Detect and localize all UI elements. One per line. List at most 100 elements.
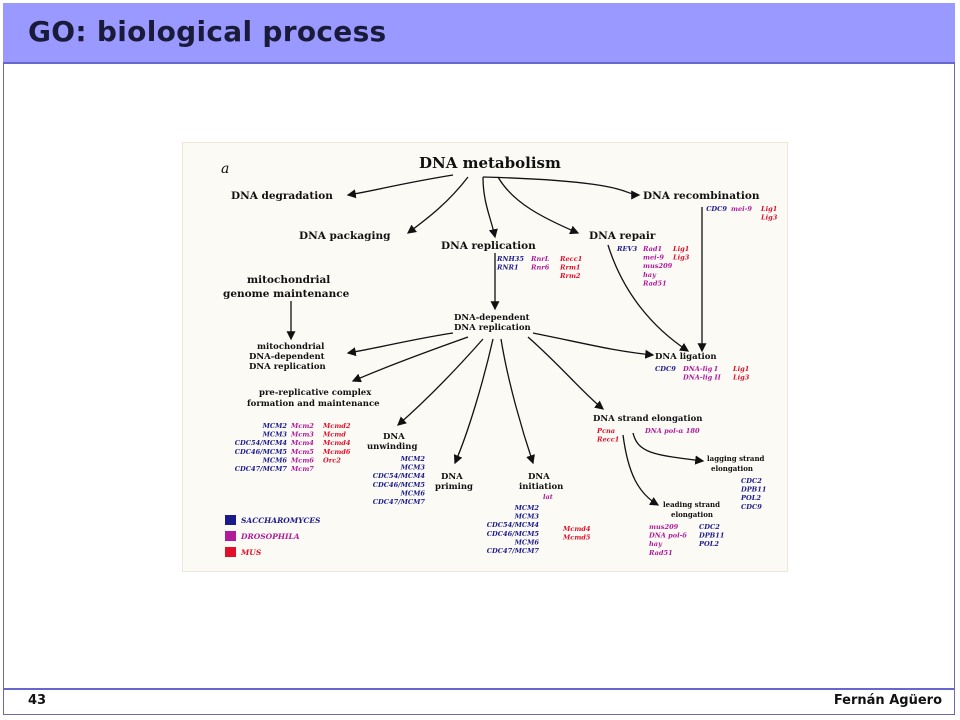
edge-repair-ligation <box>607 244 690 352</box>
slide-number: 43 <box>28 693 47 708</box>
gene-prerep-mus: Mcmd4 <box>322 439 351 447</box>
edge-dependent-prerep <box>351 336 469 383</box>
node-leading-1: leading strand <box>663 500 720 509</box>
edge-metabolism-degradation <box>346 174 454 199</box>
gene-elongation-dro: DNA pol-α 180 <box>644 427 700 435</box>
node-leading-2: elongation <box>671 510 713 519</box>
gene-ligation-sac: CDC9 <box>655 365 676 373</box>
gene-unwinding-sac: CDC46/MCM5 <box>373 481 426 489</box>
gene-leading-dro: mus209 <box>649 523 679 531</box>
gene-repair-mus: Lig3 <box>672 254 690 262</box>
gene-initiation-sac: CDC47/MCM7 <box>487 547 540 555</box>
node-priming-1: DNA <box>441 472 463 482</box>
legend-drosophila: DROSOPHILA <box>240 532 300 541</box>
node-mito-rep-3: DNA replication <box>249 362 326 372</box>
gene-prerep-dro: Mcm6 <box>290 456 314 464</box>
node-dna-ligation: DNA ligation <box>655 352 717 362</box>
gene-initiation-sac: CDC46/MCM5 <box>487 530 540 538</box>
node-initiation-2: initiation <box>519 482 563 492</box>
gene-initiation-mus: Mcmd4 <box>562 525 591 533</box>
gene-prerep-sac: MCM2 <box>262 422 288 430</box>
diagram-edges <box>286 174 707 506</box>
gene-repair-dro: Rad51 <box>642 279 667 287</box>
edge-metabolism-repair <box>497 176 580 235</box>
gene-lagging-sac: CDC9 <box>741 503 762 511</box>
gene-replication-mus: Rrm1 <box>559 264 581 272</box>
gene-leading-dro: hay <box>649 540 663 548</box>
node-mito-genome-maint-1: mitochondrial <box>247 274 330 286</box>
gene-repair-dro: mus209 <box>643 262 673 270</box>
gene-lagging-sac: POL2 <box>740 494 761 502</box>
gene-recombination-mus: Lig3 <box>760 214 778 222</box>
gene-leading-sac: POL2 <box>698 540 719 548</box>
gene-prerep-sac: CDC47/MCM7 <box>235 465 288 473</box>
slide-title: GO: biological process <box>28 15 387 48</box>
node-initiation-1: DNA <box>528 472 550 482</box>
edge-dependent-initiation <box>500 338 535 465</box>
node-unwinding-1: DNA <box>383 432 405 442</box>
node-prerep-1: pre-replicative complex <box>259 388 372 398</box>
slide-author: Fernán Agüero <box>833 693 942 708</box>
gene-prerep-sac: MCM6 <box>262 456 288 464</box>
node-dna-recombination: DNA recombination <box>643 190 760 202</box>
node-dna-dependent-2: DNA replication <box>454 323 531 333</box>
gene-lagging-sac: DPB11 <box>740 486 766 494</box>
edge-dependent-mitorep <box>346 332 454 357</box>
node-prerep-2: formation and maintenance <box>247 399 380 409</box>
gene-unwinding-sac: MCM3 <box>400 464 426 472</box>
node-unwinding-2: unwinding <box>367 442 417 452</box>
node-strand-elongation: DNA strand elongation <box>593 414 702 424</box>
gene-leading-sac: CDC2 <box>699 523 720 531</box>
gene-ligation-dro: DNA-lig I <box>682 365 719 373</box>
go-diagram: a DNA metabolism DNA degradation DNA rec… <box>221 154 778 557</box>
species-legend: SACCHAROMYCES DROSOPHILA MUS <box>225 515 321 557</box>
gene-initiation-dro: lat <box>543 493 553 501</box>
gene-leading-sac: DPB11 <box>698 532 724 540</box>
gene-replication-dro: Rnr6 <box>530 264 550 272</box>
gene-ligation-dro: DNA-lig II <box>682 374 722 382</box>
gene-prerep-sac: CDC46/MCM5 <box>235 448 288 456</box>
gene-replication-mus: Rrm2 <box>559 272 581 280</box>
legend-saccharomyces: SACCHAROMYCES <box>241 516 321 525</box>
gene-recombination-dro: mei-9 <box>731 205 752 213</box>
legend-swatch-drosophila <box>225 531 236 541</box>
edge-elongation-leading <box>622 434 660 506</box>
gene-elongation-mus: Recc1 <box>596 436 619 444</box>
node-priming-2: priming <box>435 482 473 492</box>
edge-dependent-unwinding <box>397 338 484 426</box>
node-mito-genome-maint-2: genome maintenance <box>223 288 350 300</box>
gene-repair-dro: mei-9 <box>643 254 664 262</box>
gene-prerep-dro: Mcm3 <box>290 431 314 439</box>
gene-prerep-dro: Mcm4 <box>290 439 314 447</box>
gene-replication-dro: RnrL <box>530 255 550 263</box>
gene-unwinding-sac: CDC54/MCM4 <box>373 472 426 480</box>
gene-repair-sac: REV3 <box>616 245 638 253</box>
edge-metabolism-replication <box>482 176 498 239</box>
gene-replication-sac: RNH35 <box>496 255 524 263</box>
gene-replication-mus: Recc1 <box>559 255 582 263</box>
gene-initiation-sac: CDC54/MCM4 <box>487 521 540 529</box>
gene-ligation-mus: Lig1 <box>732 365 749 373</box>
go-diagram-figure: a DNA metabolism DNA degradation DNA rec… <box>182 142 788 572</box>
title-bar: GO: biological process <box>3 3 955 64</box>
gene-prerep-dro: Mcm7 <box>290 465 314 473</box>
gene-initiation-sac: MCM6 <box>514 538 540 546</box>
legend-mus: MUS <box>240 548 262 557</box>
node-dna-dependent-1: DNA-dependent <box>454 313 530 323</box>
gene-leading-dro: Rad51 <box>648 549 673 557</box>
edge-elongation-lagging <box>632 432 705 465</box>
gene-repair-dro: hay <box>643 271 657 279</box>
gene-recombination-mus: Lig1 <box>760 205 777 213</box>
gene-repair-dro: Rad1 <box>642 245 662 253</box>
edge-metabolism-packaging <box>406 176 469 234</box>
edge-dependent-elongation <box>527 336 605 410</box>
edge-metabolism-recombination <box>482 176 641 200</box>
gene-initiation-mus: Mcmd5 <box>562 534 591 542</box>
gene-ligation-mus: Lig3 <box>732 374 750 382</box>
node-dna-replication: DNA replication <box>441 240 536 252</box>
gene-recombination-sac: CDC9 <box>706 205 727 213</box>
footer-rule <box>3 688 955 690</box>
gene-prerep-dro: Mcm5 <box>290 448 314 456</box>
edge-dependent-ligation <box>532 332 655 359</box>
